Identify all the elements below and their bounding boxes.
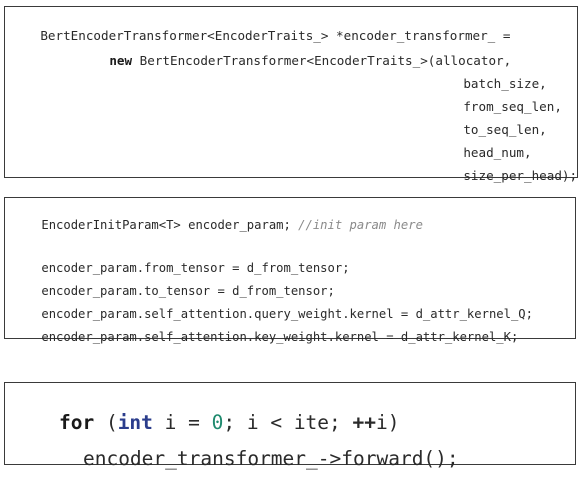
code-line: batch_size,	[433, 65, 547, 103]
code-text: encoder_param.from_tensor = d_from_tenso…	[41, 261, 350, 276]
code-line: encoder_param.from_tensor = d_from_tenso…	[12, 250, 350, 287]
code-text: i)	[376, 410, 400, 434]
code-line: to_seq_len,	[433, 111, 547, 149]
code-text: (	[94, 410, 118, 434]
code-line: for (int i = 0; i < ite; ++i)	[12, 393, 400, 452]
code-text: encoder_transformer_->forward();	[82, 446, 459, 470]
code-text: to_seq_len,	[463, 121, 547, 137]
code-text: BertEncoderTransformer<EncoderTraits_>(a…	[132, 52, 512, 68]
code-text: encoder_param.to_tensor = d_from_tensor;	[41, 284, 335, 299]
keyword-int: int	[117, 410, 153, 434]
code-text: head_num,	[463, 144, 532, 160]
code-line: encoder_transformer_->forward();	[36, 429, 459, 488]
code-text: ; i < ite;	[223, 410, 353, 434]
code-text: encoder_param.self_attention.key_weight.…	[41, 330, 519, 345]
code-line: new BertEncoderTransformer<EncoderTraits…	[79, 42, 511, 80]
code-line: encoder_param.to_tensor = d_from_tensor;	[12, 273, 335, 310]
code-text: size_per_head);	[463, 167, 578, 183]
code-text: from_seq_len,	[463, 98, 562, 114]
code-text: EncoderInitParam<T> encoder_param;	[41, 218, 299, 233]
code-block-encoder-construction: BertEncoderTransformer<EncoderTraits_> *…	[4, 6, 578, 181]
code-line: encoder_param.self_attention.key_weight.…	[12, 319, 518, 356]
code-line: size_per_head);	[433, 157, 577, 195]
increment-operator: ++	[352, 410, 376, 434]
code-text: BertEncoderTransformer<EncoderTraits_> *…	[40, 27, 511, 43]
code-text: i =	[152, 410, 212, 434]
code-line: from_seq_len,	[433, 88, 562, 126]
code-text: encoder_param.self_attention.query_weigh…	[41, 307, 533, 322]
keyword-new: new	[109, 52, 133, 68]
code-line: head_num,	[433, 134, 532, 172]
number-literal: 0	[211, 410, 224, 434]
code-block-forward-loop: for (int i = 0; i < ite; ++i) encoder_tr…	[4, 382, 576, 468]
code-comment: //init param here	[298, 218, 423, 233]
code-block-encoder-params: EncoderInitParam<T> encoder_param; //ini…	[4, 197, 576, 343]
code-line: EncoderInitParam<T> encoder_param; //ini…	[12, 207, 423, 244]
code-line: BertEncoderTransformer<EncoderTraits_> *…	[10, 17, 510, 55]
code-line: encoder_param.self_attention.query_weigh…	[12, 296, 533, 333]
code-text: batch_size,	[463, 75, 547, 91]
keyword-for: for	[58, 410, 95, 434]
